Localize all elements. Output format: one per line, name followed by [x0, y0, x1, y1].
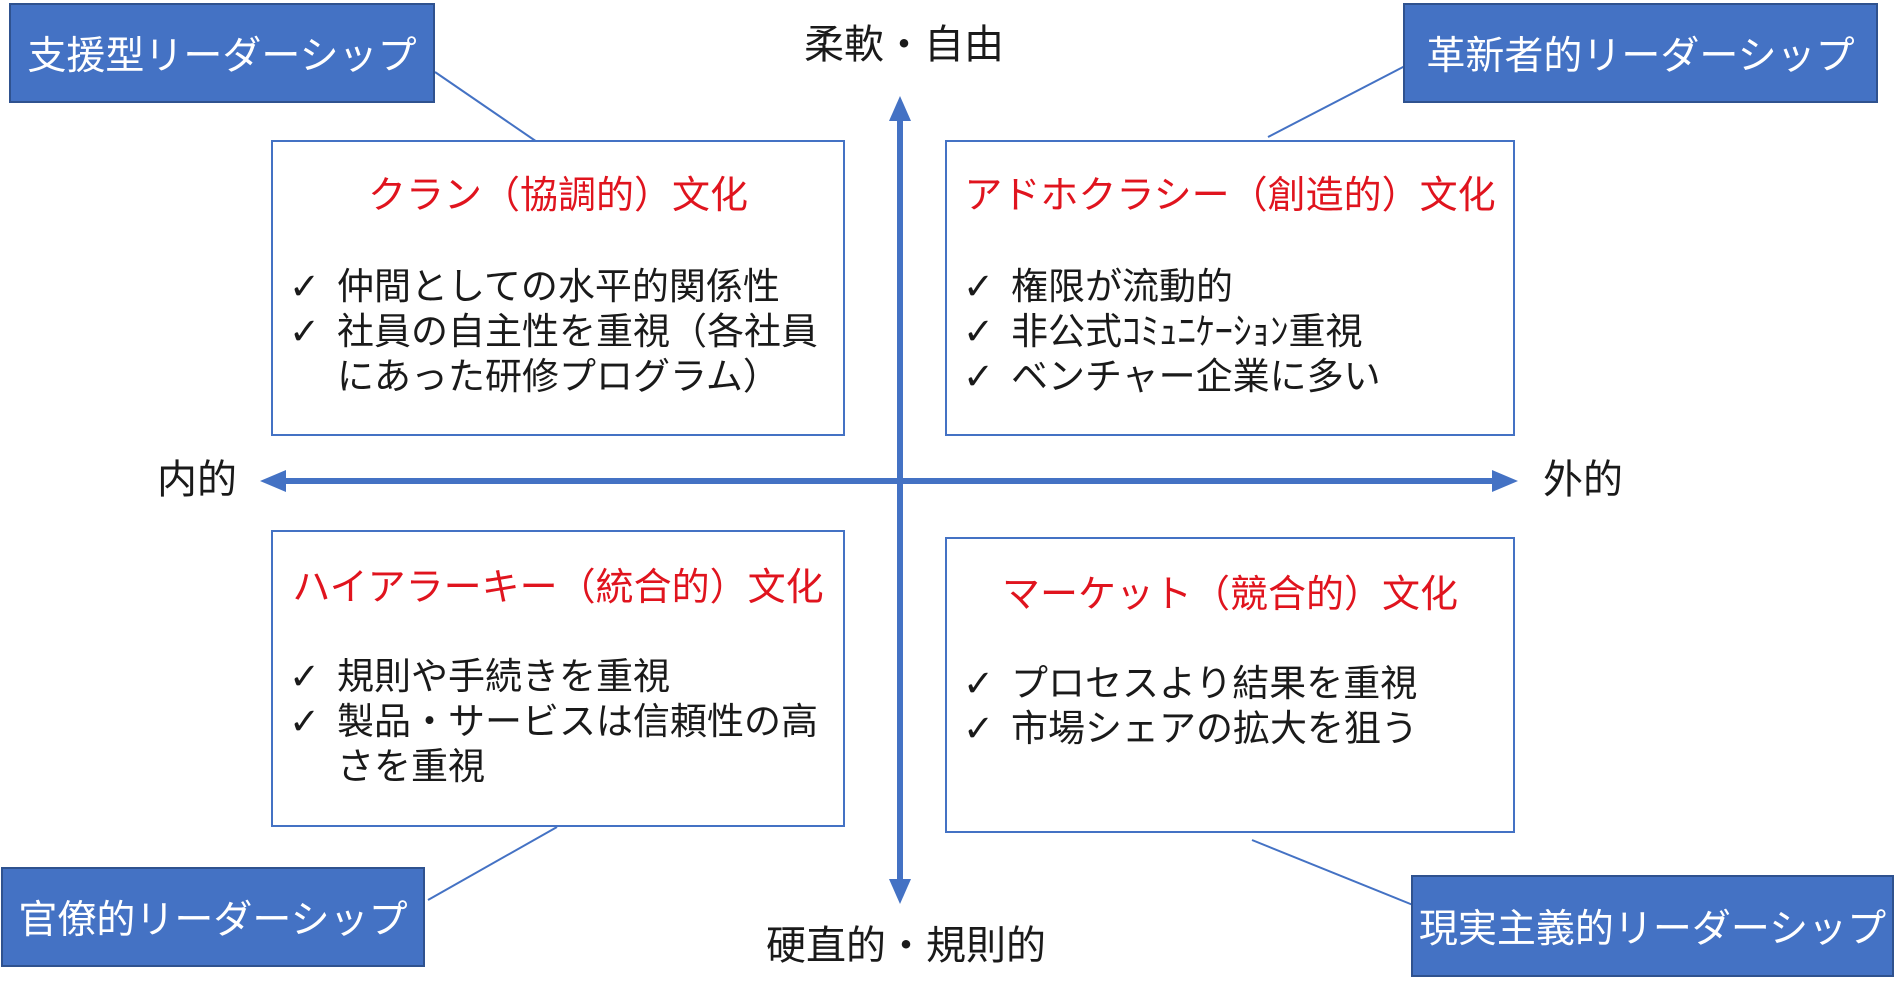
adhocracy-culture-box: アドホクラシー（創造的）文化 ✓権限が流動的 ✓非公式ｺﾐｭﾆｹｰｼｮﾝ重視 ✓… — [945, 140, 1515, 436]
list-item: ✓仲間としての水平的関係性 — [289, 265, 780, 308]
connector-bottom-left — [427, 826, 558, 901]
checkmark-icon: ✓ — [963, 707, 995, 750]
clan-culture-box: クラン（協調的）文化 ✓仲間としての水平的関係性 ✓社員の自主性を重視（各社員に… — [271, 140, 845, 436]
list-item: ✓非公式ｺﾐｭﾆｹｰｼｮﾝ重視 — [963, 310, 1363, 353]
checkmark-icon: ✓ — [289, 700, 321, 743]
adhocracy-culture-title: アドホクラシー（創造的）文化 — [964, 173, 1496, 217]
leadership-box-innovator: 革新者的リーダーシップ — [1403, 3, 1878, 103]
checkmark-icon: ✓ — [289, 265, 321, 308]
hierarchy-culture-title: ハイアラーキー（統合的）文化 — [292, 565, 824, 609]
hierarchy-culture-box: ハイアラーキー（統合的）文化 ✓規則や手続きを重視 ✓製品・サービスは信頼性の高… — [271, 530, 845, 827]
connector-top-left — [434, 71, 541, 145]
list-item: ✓プロセスより結果を重視 — [963, 662, 1418, 705]
leadership-box-pragmatic: 現実主義的リーダーシップ — [1411, 875, 1894, 977]
horizontal-axis-arrow-right — [1492, 470, 1518, 492]
checkmark-icon: ✓ — [963, 265, 995, 308]
list-item: ✓市場シェアの拡大を狙う — [963, 707, 1418, 750]
hierarchy-culture-list: ✓規則や手続きを重視 ✓製品・サービスは信頼性の高さを重視 — [289, 654, 834, 789]
horizontal-axis-arrow-left — [260, 470, 286, 492]
leadership-box-bureaucratic: 官僚的リーダーシップ — [1, 867, 425, 967]
list-item: ✓規則や手続きを重視 — [289, 655, 670, 698]
market-culture-box: マーケット（競合的）文化 ✓プロセスより結果を重視 ✓市場シェアの拡大を狙う — [945, 537, 1515, 833]
checkmark-icon: ✓ — [963, 310, 995, 353]
axis-label-top: 柔軟・自由 — [804, 22, 1004, 68]
axis-label-right: 外的 — [1543, 457, 1623, 503]
clan-culture-list: ✓仲間としての水平的関係性 ✓社員の自主性を重視（各社員にあった研修プログラム） — [289, 264, 834, 399]
list-item: ✓権限が流動的 — [963, 265, 1233, 308]
vertical-axis-arrow-bottom — [889, 879, 911, 904]
list-item: ✓ベンチャー企業に多い — [963, 355, 1381, 398]
checkmark-icon: ✓ — [963, 662, 995, 705]
vertical-axis-arrow-top — [889, 96, 911, 121]
connector-bottom-right — [1251, 839, 1414, 906]
adhocracy-culture-list: ✓権限が流動的 ✓非公式ｺﾐｭﾆｹｰｼｮﾝ重視 ✓ベンチャー企業に多い — [963, 264, 1503, 399]
axis-label-left: 内的 — [157, 457, 237, 503]
connector-top-right — [1267, 65, 1406, 138]
checkmark-icon: ✓ — [963, 355, 995, 398]
clan-culture-title: クラン（協調的）文化 — [367, 173, 748, 217]
list-item: ✓製品・サービスは信頼性の高さを重視 — [289, 700, 818, 788]
checkmark-icon: ✓ — [289, 310, 321, 353]
market-culture-list: ✓プロセスより結果を重視 ✓市場シェアの拡大を狙う — [963, 661, 1503, 751]
list-item: ✓社員の自主性を重視（各社員にあった研修プログラム） — [289, 310, 818, 398]
leadership-box-supportive: 支援型リーダーシップ — [9, 3, 435, 103]
axis-label-bottom: 硬直的・規則的 — [766, 923, 1046, 969]
market-culture-title: マーケット（競合的）文化 — [1001, 572, 1458, 616]
checkmark-icon: ✓ — [289, 655, 321, 698]
